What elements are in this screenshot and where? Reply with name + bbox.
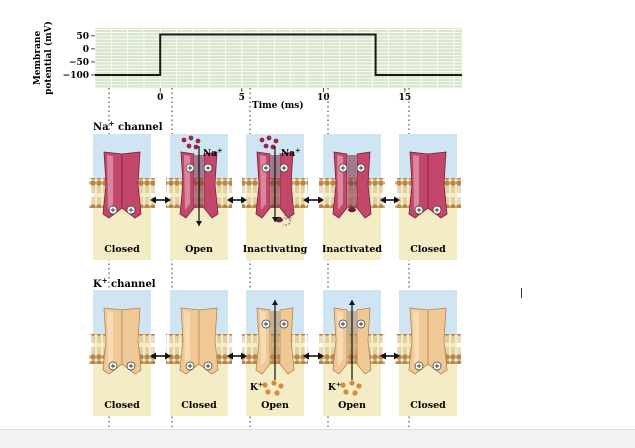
na-ion xyxy=(264,144,269,149)
k-channel-state-2: Closed xyxy=(166,290,232,416)
y-axis-label-line-1: Membrane xyxy=(33,31,43,86)
k-ion xyxy=(352,390,357,395)
channel-highlight xyxy=(260,311,266,366)
k-ion xyxy=(274,390,279,395)
na-ion xyxy=(189,136,194,141)
na-channel-state-1: Closed xyxy=(89,134,155,260)
k-ion xyxy=(278,383,283,388)
k-channel-state-5: Closed xyxy=(395,290,461,416)
channel-highlight xyxy=(107,311,113,366)
channel-highlight xyxy=(413,155,419,210)
na-ion xyxy=(182,138,187,143)
y-tick-labels: 50 0 −50 −100 xyxy=(63,32,95,81)
k-state-label: Closed xyxy=(410,400,446,411)
k-ion xyxy=(265,389,270,394)
channel-pore xyxy=(348,155,356,208)
na-state-label: Closed xyxy=(410,244,446,255)
na-ion xyxy=(187,144,192,149)
na-channel-state-5: Closed xyxy=(395,134,461,260)
k-state-label: Closed xyxy=(104,400,140,411)
k-state-label: Closed xyxy=(181,400,217,411)
na-channel-row: ClosedOpenInactivatingInactivatedClosedN… xyxy=(89,134,461,260)
channel-highlight xyxy=(184,311,190,366)
y-axis-label-line-2: potential (mV) xyxy=(43,21,54,95)
k-section-title: K+ channel xyxy=(93,276,156,290)
channel-highlight xyxy=(337,311,343,366)
k-ion xyxy=(271,380,276,385)
na-state-label: Closed xyxy=(104,244,140,255)
y-tick-label: 50 xyxy=(76,32,89,42)
y-tick-label: 0 xyxy=(83,45,89,55)
y-tick-label: −100 xyxy=(63,71,89,81)
channel-highlight xyxy=(413,311,419,366)
na-state-label: Open xyxy=(185,244,213,255)
channel-highlight xyxy=(184,155,190,210)
bottom-bar xyxy=(0,429,635,448)
k-state-label: Open xyxy=(261,400,289,411)
k-ion xyxy=(356,383,361,388)
channel-highlight xyxy=(337,155,343,210)
na-state-label: Inactivating xyxy=(243,244,308,255)
k-ion xyxy=(349,380,354,385)
na-ion xyxy=(274,139,279,144)
channel-highlight xyxy=(107,155,113,210)
membrane-potential-chart: 500−50−100 051015 Time (ms) Membrane pot… xyxy=(33,21,462,111)
x-tick-label: 5 xyxy=(239,93,245,103)
k-channel-row: ClosedClosedOpenOpenClosedK+K+ xyxy=(89,290,461,416)
na-ion xyxy=(194,145,199,150)
na-ion xyxy=(196,139,201,144)
x-axis-label: Time (ms) xyxy=(252,100,304,111)
x-tick-label: 0 xyxy=(157,93,163,103)
k-ion xyxy=(343,389,348,394)
na-state-label: Inactivated xyxy=(322,244,382,255)
channel-highlight xyxy=(260,155,266,210)
na-channel-state-4: Inactivated xyxy=(319,134,385,260)
k-channel-state-1: Closed xyxy=(89,290,155,416)
k-state-label: Open xyxy=(338,400,366,411)
na-ion xyxy=(267,136,272,141)
y-tick-label: −50 xyxy=(69,58,89,68)
na-ion xyxy=(260,138,265,143)
na-section-title: Na+ channel xyxy=(93,119,163,133)
plot-area xyxy=(95,28,462,88)
text-cursor xyxy=(521,288,522,298)
